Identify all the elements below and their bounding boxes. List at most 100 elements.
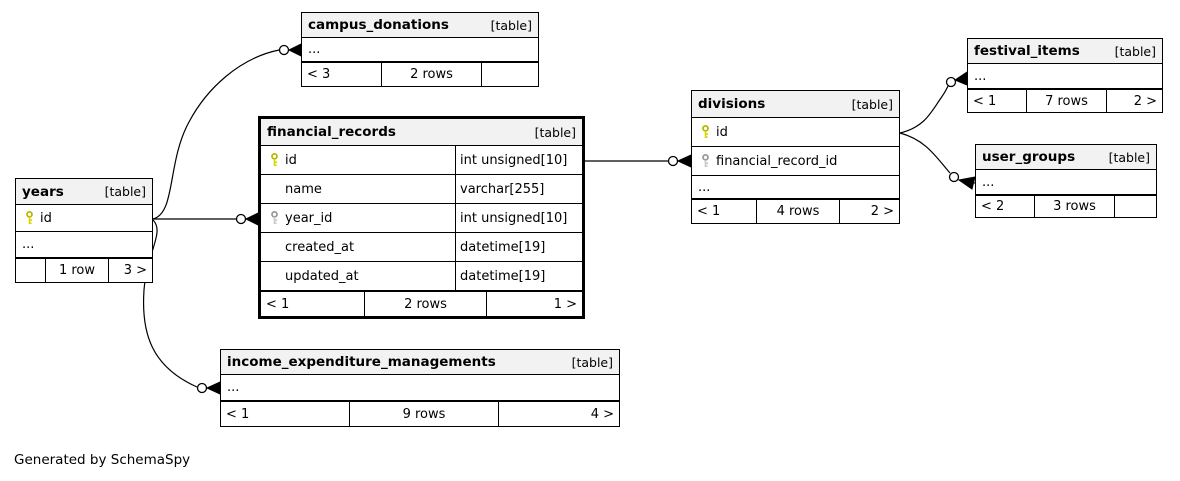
ellipsis-label: ... (698, 179, 711, 195)
table-header: divisions [table] (692, 91, 899, 118)
table-footer: < 3 2 rows (302, 62, 538, 86)
related-in-count: < 2 (981, 199, 1005, 214)
column-name: name (285, 181, 322, 197)
table-footer: < 2 3 rows (976, 195, 1156, 217)
table-name: divisions (698, 96, 766, 112)
ellipsis-row: ... (302, 38, 538, 62)
ellipsis-row: ... (976, 170, 1156, 195)
table-header: years [table] (16, 179, 152, 205)
table-footer: 1 row 3 > (16, 258, 152, 282)
table-footer: < 1 2 rows 1 > (261, 291, 582, 316)
generated-by-note: Generated by SchemaSpy (14, 452, 191, 468)
column-type: datetime[19] (455, 233, 582, 261)
ellipsis-label: ... (227, 380, 240, 395)
related-out-count (481, 63, 538, 86)
relationship-divisions-festival_items (899, 71, 968, 134)
table-name: campus_donations (308, 17, 449, 33)
table-divisions[interactable]: divisions [table] id financial_record_id (691, 90, 900, 224)
related-in-count: < 3 (307, 67, 331, 82)
table-footer: < 1 7 rows 2 > (968, 89, 1162, 112)
relationship-years-income_expenditure_managements (142, 219, 221, 395)
related-out-count: 2 > (839, 200, 899, 223)
related-out-count: 1 > (486, 292, 582, 316)
table-tag: [table] (104, 184, 146, 199)
row-count: 7 rows (1026, 90, 1106, 112)
column-name: id (716, 124, 728, 140)
ellipsis-label: ... (308, 42, 321, 57)
related-out-count: 4 > (498, 402, 619, 426)
table-tag: [table] (534, 124, 576, 140)
related-in-count: < 1 (226, 406, 250, 422)
ellipsis-row: ... (16, 232, 152, 258)
column-type: int unsigned[10] (455, 204, 582, 232)
table-user_groups[interactable]: user_groups [table] ... < 2 3 rows (975, 144, 1157, 218)
related-in-count (16, 259, 45, 282)
column-row: financial_record_id (692, 147, 899, 176)
column-name: financial_record_id (716, 153, 838, 169)
ellipsis-label: ... (22, 237, 35, 252)
row-count: 9 rows (349, 402, 498, 426)
relationship-financial_records-divisions (585, 154, 692, 168)
primary-key-icon (265, 153, 283, 167)
relationship-divisions-user_groups (899, 132, 976, 190)
table-tag: [table] (851, 96, 893, 112)
column-row: name varchar[255] (261, 175, 582, 204)
related-out-count: 3 > (108, 259, 152, 282)
column-row: id (16, 205, 152, 232)
ellipsis-label: ... (982, 174, 995, 190)
column-row: id int unsigned[10] (261, 146, 582, 175)
ellipsis-row: ... (968, 64, 1162, 89)
foreign-key-icon (265, 211, 283, 225)
related-in-count: < 1 (973, 93, 997, 109)
table-header: income_expenditure_managements [table] (221, 350, 619, 375)
table-name: user_groups (982, 149, 1076, 165)
table-footer: < 1 9 rows 4 > (221, 401, 619, 426)
table-name: income_expenditure_managements (227, 354, 496, 370)
ellipsis-row: ... (221, 375, 619, 401)
table-header: festival_items [table] (968, 39, 1162, 64)
column-name: id (40, 210, 52, 226)
row-count: 2 rows (364, 292, 486, 316)
column-row: updated_at datetime[19] (261, 262, 582, 291)
column-type: datetime[19] (455, 262, 582, 290)
foreign-key-icon (696, 154, 714, 168)
row-count: 1 row (45, 259, 108, 282)
table-footer: < 1 4 rows 2 > (692, 199, 899, 223)
table-tag: [table] (490, 17, 532, 33)
related-in-count: < 1 (697, 204, 721, 219)
table-tag: [table] (1108, 149, 1150, 165)
row-count: 3 rows (1034, 196, 1114, 217)
relationship-years-financial_records (153, 212, 259, 226)
table-header: user_groups [table] (976, 145, 1156, 170)
table-campus_donations[interactable]: campus_donations [table] ... < 3 2 rows (301, 12, 539, 87)
column-type: varchar[255] (455, 175, 582, 203)
table-financial_records[interactable]: financial_records [table] id int unsigne… (258, 116, 585, 319)
row-count: 4 rows (756, 200, 839, 223)
table-tag: [table] (1114, 43, 1156, 59)
related-in-count: < 1 (266, 296, 290, 312)
column-row: year_id int unsigned[10] (261, 204, 582, 233)
column-name: updated_at (285, 268, 359, 284)
table-header: financial_records [table] (261, 119, 582, 146)
ellipsis-row: ... (692, 176, 899, 199)
table-tag: [table] (571, 354, 613, 370)
column-name: id (285, 152, 297, 168)
related-out-count (1114, 196, 1156, 217)
ellipsis-label: ... (974, 68, 987, 84)
table-name: financial_records (267, 124, 396, 140)
related-out-count: 2 > (1106, 90, 1162, 112)
table-name: years (22, 183, 64, 200)
column-row: id (692, 118, 899, 147)
column-name: created_at (285, 239, 355, 255)
table-name: festival_items (974, 43, 1080, 59)
column-row: created_at datetime[19] (261, 233, 582, 262)
table-income_expenditure_managements[interactable]: income_expenditure_managements [table] .… (220, 349, 620, 427)
table-festival_items[interactable]: festival_items [table] ... < 1 7 rows 2 … (967, 38, 1163, 113)
primary-key-icon (20, 211, 38, 225)
column-name: year_id (285, 210, 333, 226)
table-years[interactable]: years [table] id ... 1 row 3 > (15, 178, 153, 283)
table-header: campus_donations [table] (302, 13, 538, 38)
primary-key-icon (696, 125, 714, 139)
column-type: int unsigned[10] (455, 146, 582, 174)
